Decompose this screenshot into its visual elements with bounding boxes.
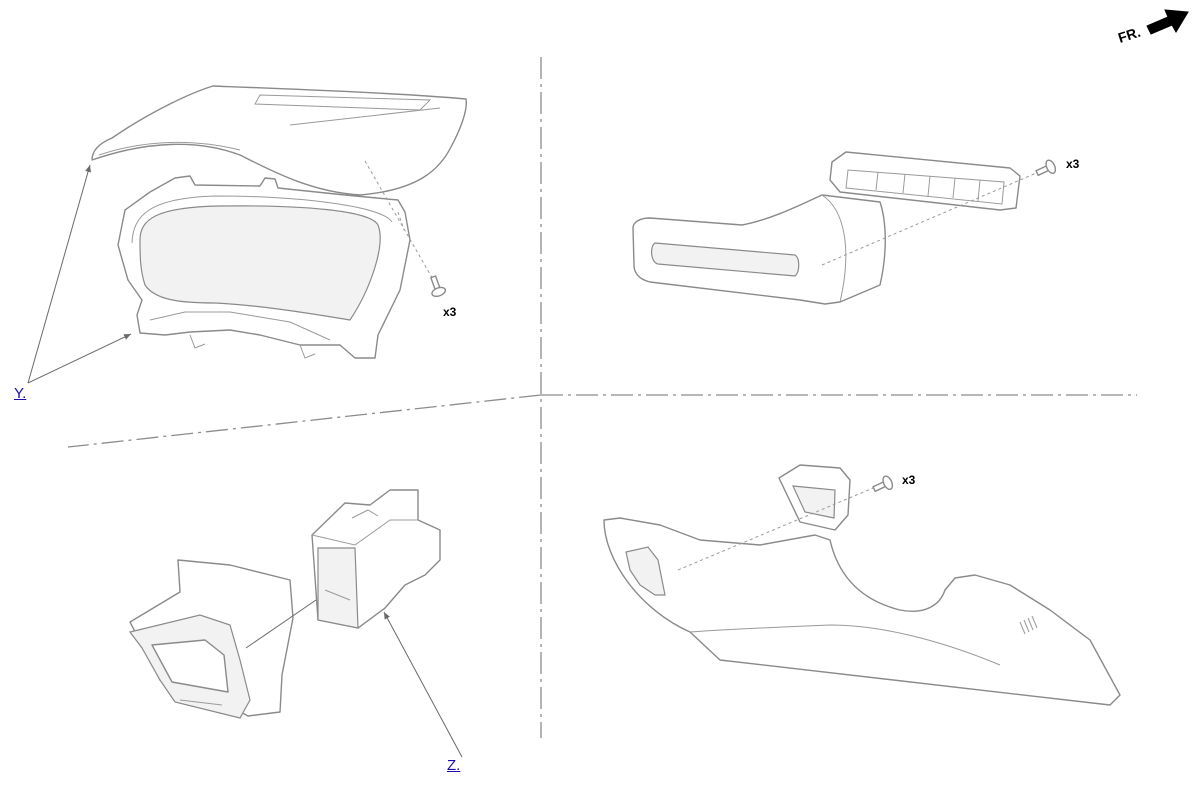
front-direction-indicator: FR. bbox=[1116, 9, 1189, 46]
screw-icon bbox=[430, 275, 447, 298]
lower-switch-bezel bbox=[778, 464, 851, 531]
meter-screw-set: x3 bbox=[364, 160, 457, 319]
front-direction-label: FR. bbox=[1116, 24, 1142, 46]
meter-screw-quantity: x3 bbox=[443, 305, 457, 319]
switch-panel-screw-quantity: x3 bbox=[1066, 157, 1080, 171]
switch-unit bbox=[311, 489, 441, 629]
quadrant-dividers bbox=[67, 57, 1137, 738]
front-direction-arrow-icon bbox=[1146, 9, 1189, 35]
meter-visor bbox=[91, 85, 467, 196]
screw-icon bbox=[1035, 159, 1057, 177]
callout-y-leader-visor bbox=[27, 164, 91, 384]
center-garnish bbox=[632, 194, 886, 305]
screw-icon bbox=[872, 475, 894, 493]
meter-bezel bbox=[117, 175, 411, 359]
callout-y-leader-bezel bbox=[27, 333, 132, 384]
lower-panel-screw-set: x3 bbox=[677, 473, 916, 571]
lower-panel-screw-quantity: x3 bbox=[902, 473, 916, 487]
lower-panel bbox=[603, 517, 1121, 706]
switch-unit-alignment-line bbox=[245, 599, 317, 649]
callout-y-link[interactable]: Y. bbox=[14, 385, 27, 402]
vent-housing bbox=[128, 559, 294, 719]
callout-z-link[interactable]: Z. bbox=[447, 757, 461, 774]
switch-panel bbox=[829, 151, 1021, 211]
callout-z-leader bbox=[383, 611, 463, 758]
switch-panel-screw-set: x3 bbox=[821, 157, 1080, 266]
